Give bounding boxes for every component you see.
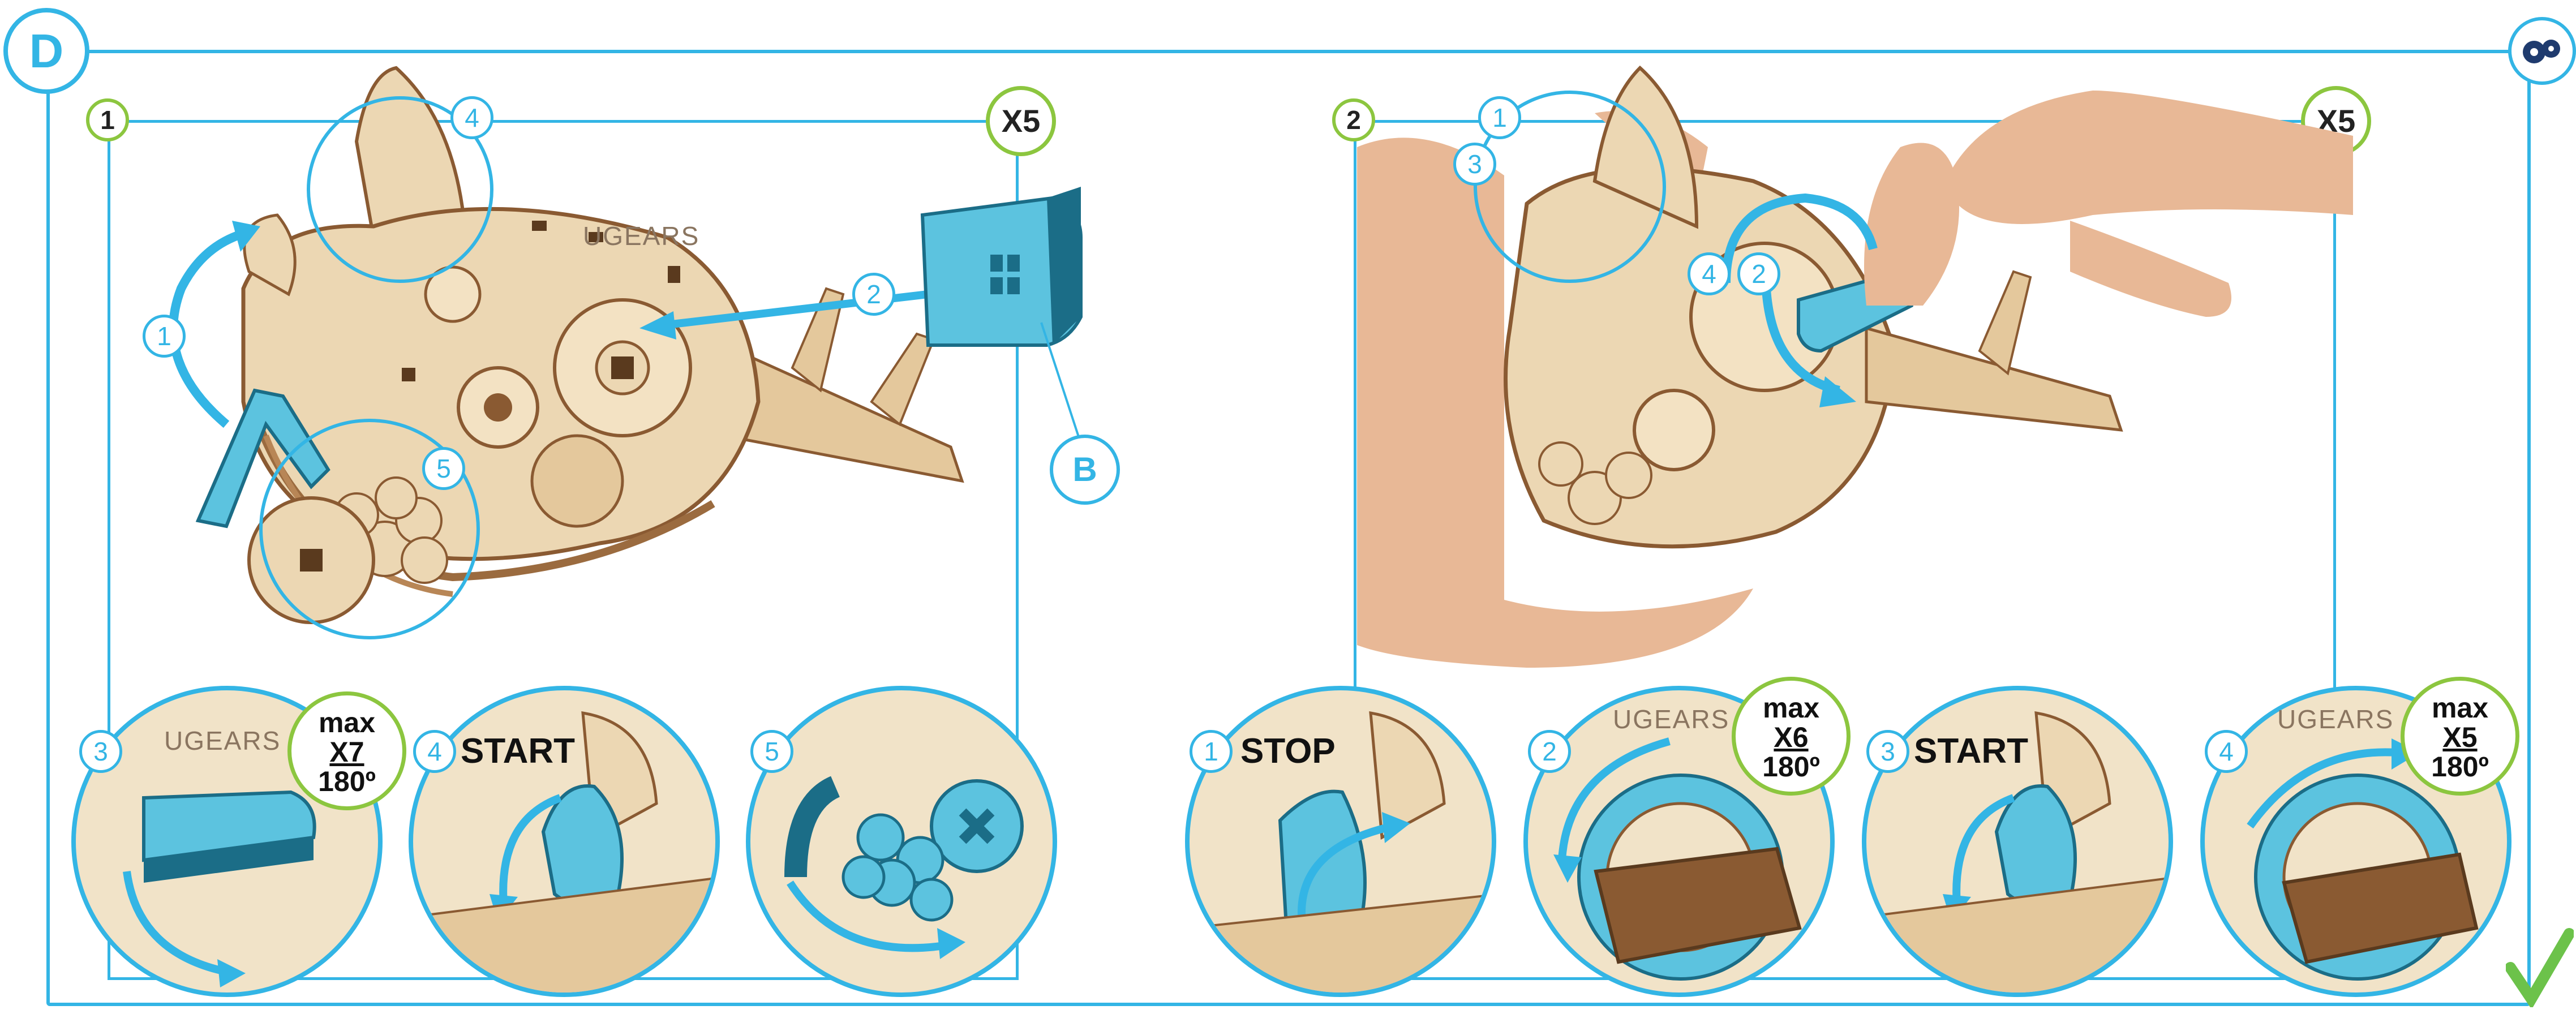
callout-5: 5 (422, 447, 465, 490)
max-angle: 180º (1762, 751, 1820, 783)
substep-logo: UGEARS (1613, 704, 1729, 734)
max-count: X7 (291, 737, 402, 767)
model-logo: UGEARS (583, 221, 699, 251)
max-label: max (2432, 692, 2488, 724)
callout-1: 1 (1478, 96, 1521, 139)
substep-circle (746, 686, 1057, 997)
max-turns-badge: max X7 180º (287, 691, 406, 810)
substep-number: 3 (79, 730, 122, 773)
callout-2: 2 (852, 273, 895, 316)
step-1-number: 1 (86, 98, 129, 141)
part-label: B (1050, 435, 1120, 505)
max-count: X6 (1736, 723, 1847, 752)
max-turns-badge: max X5 180º (2401, 677, 2519, 796)
substep-logo: UGEARS (164, 725, 281, 756)
rotate-arrow (1703, 181, 1884, 419)
substep-number: 4 (2205, 730, 2248, 773)
substep-logo: UGEARS (2277, 704, 2394, 734)
callout-1: 1 (143, 315, 186, 358)
callout-4: 4 (450, 96, 493, 139)
substep-circle (1185, 686, 1496, 997)
substep-number: 3 (1866, 730, 1909, 773)
substep-number: 5 (750, 730, 793, 773)
substep-number: 4 (413, 730, 456, 773)
insert-arrow (634, 272, 951, 356)
start-label: START (461, 731, 575, 771)
section-badge: D (3, 8, 89, 94)
max-count: X5 (2405, 723, 2515, 752)
max-turns-badge: max X6 180º (1732, 677, 1851, 796)
callout-3: 3 (1453, 143, 1496, 186)
max-angle: 180º (2431, 751, 2489, 783)
substep-number: 2 (1528, 730, 1571, 773)
max-label: max (1763, 692, 1819, 724)
max-label: max (319, 707, 375, 738)
checkmark-icon (2506, 928, 2574, 1007)
callout-2: 2 (1737, 252, 1780, 295)
stop-label: STOP (1240, 731, 1336, 771)
start-label: START (1914, 731, 2028, 771)
callout-4: 4 (1688, 252, 1731, 295)
max-angle: 180º (318, 766, 376, 797)
substep-number: 1 (1190, 730, 1233, 773)
gears-icon (2508, 17, 2576, 85)
